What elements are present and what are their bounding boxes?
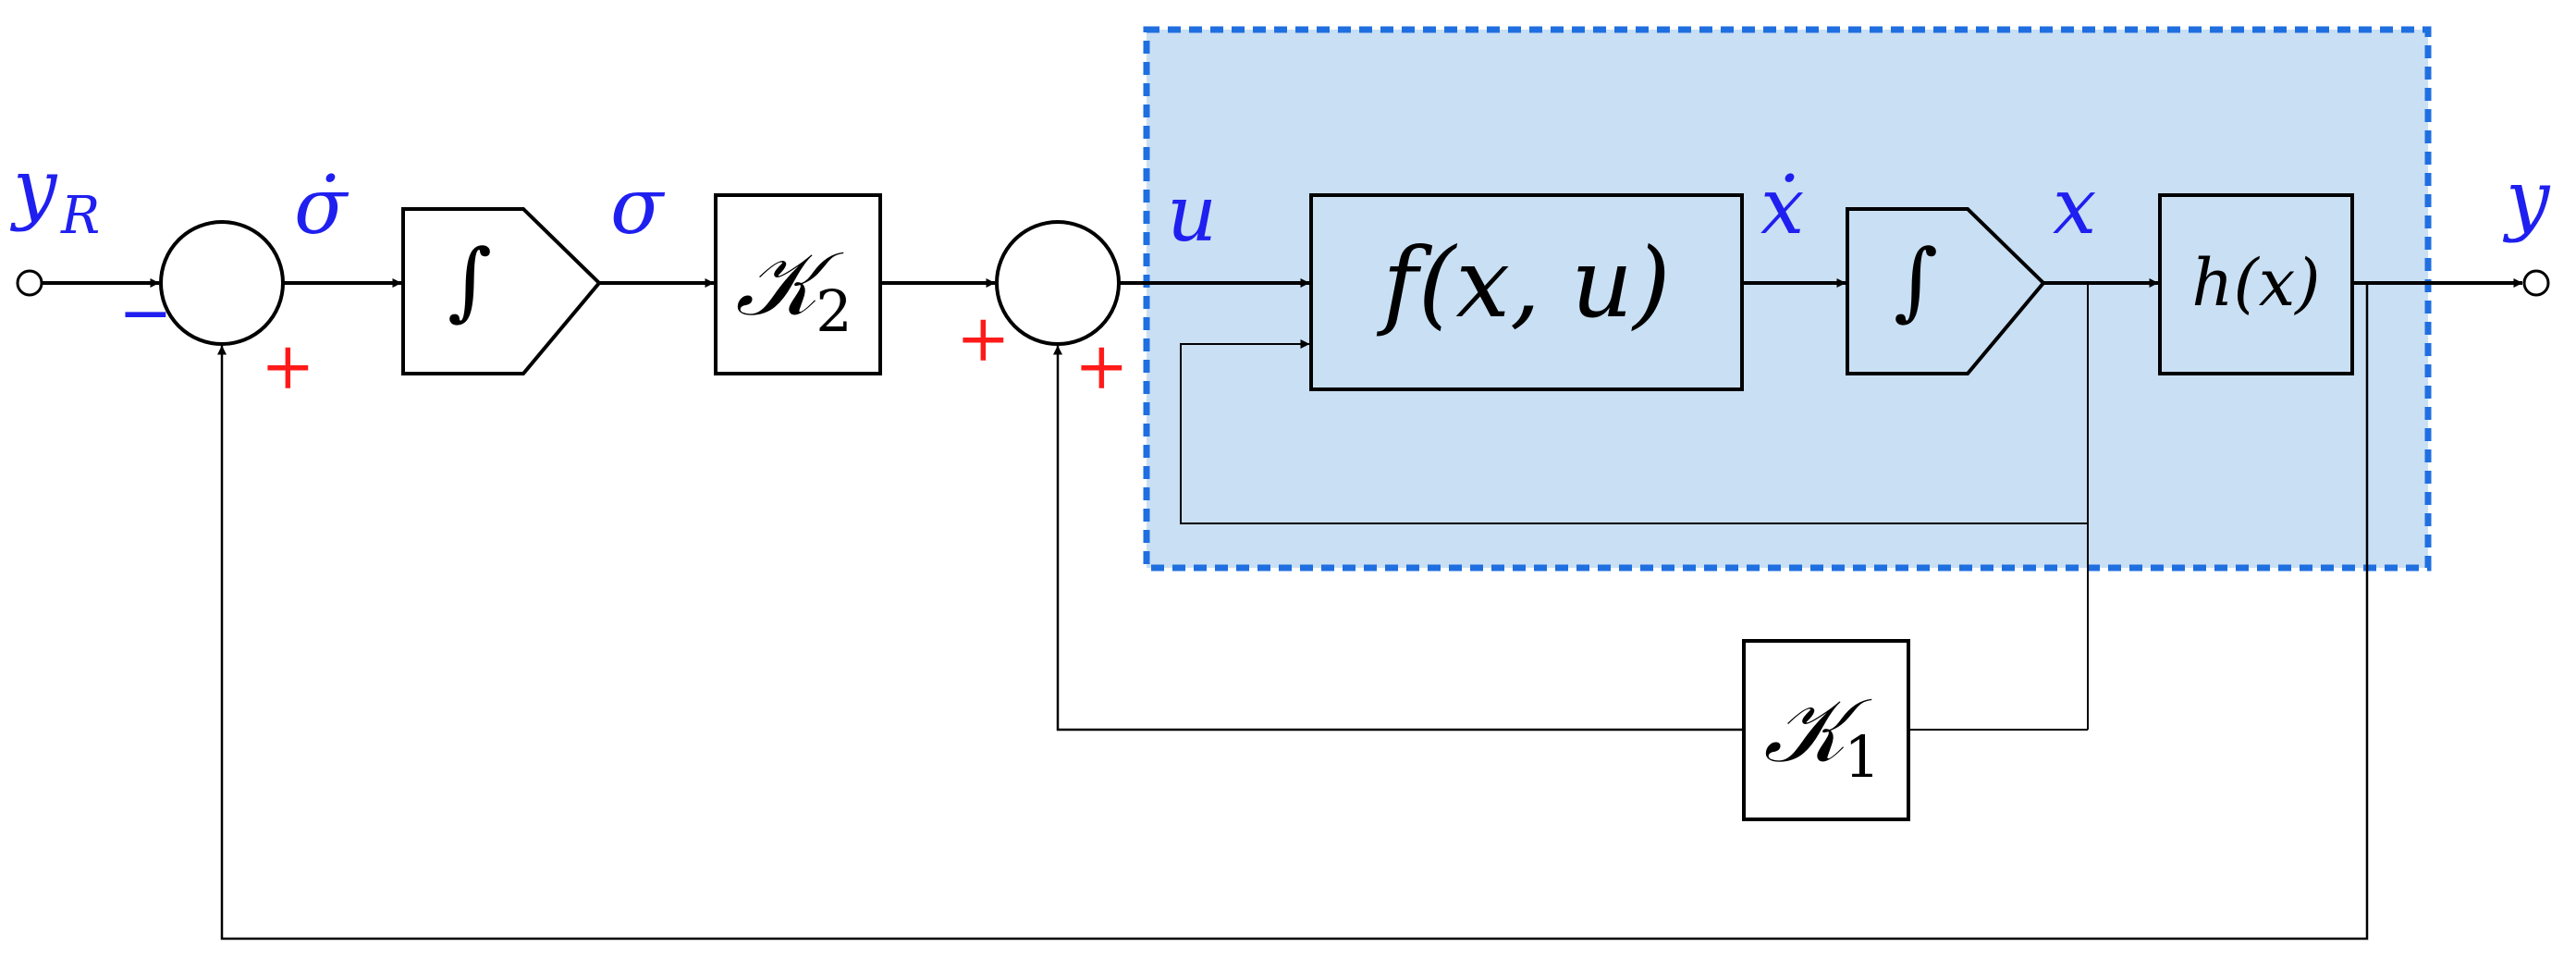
signal-label-y: y [2502,154,2551,244]
summing-junction-2 [995,220,1121,346]
wire-x-feedback-to-f [1180,339,2088,524]
signal-label-yr-sub: R [60,186,100,246]
signal-label-yr: y [9,142,58,233]
wire-k1-to-sum2 [1053,345,1744,732]
gain-block-k2 [714,193,882,375]
sign-sum2-plus-bottom: + [1074,328,1129,404]
integrator-block-2 [1846,207,2046,375]
signal-label-sigma: σ [610,161,666,252]
summing-junction-1 [159,220,285,346]
output-map-block [2158,193,2354,375]
output-h-label: h(x) [2191,245,2320,321]
wire-y-feedback-to-sum1 [217,283,2369,941]
signal-label-x-dot: ẋ [1760,161,1804,252]
plant-dynamics-block [1309,193,1744,391]
plant-f-label: f(x, u) [1376,227,1670,339]
integrator-block-1 [401,207,602,375]
gain-k1-subscript: 1 [1844,723,1880,791]
integrator-1-symbol: ∫ [448,231,492,330]
signal-label-sigma-dot: σ̇ [294,161,350,252]
signal-label-x: x [2053,161,2096,252]
output-terminal [2522,269,2550,297]
sign-sum2-plus-left: + [956,301,1011,376]
signal-label-u: u [1167,168,1217,259]
input-terminal [16,269,43,297]
gain-k2-subscript: 2 [816,277,852,345]
sign-sum1-plus: + [261,328,315,404]
integrator-2-symbol: ∫ [1894,231,1938,330]
sign-sum1-minus: − [118,275,173,350]
